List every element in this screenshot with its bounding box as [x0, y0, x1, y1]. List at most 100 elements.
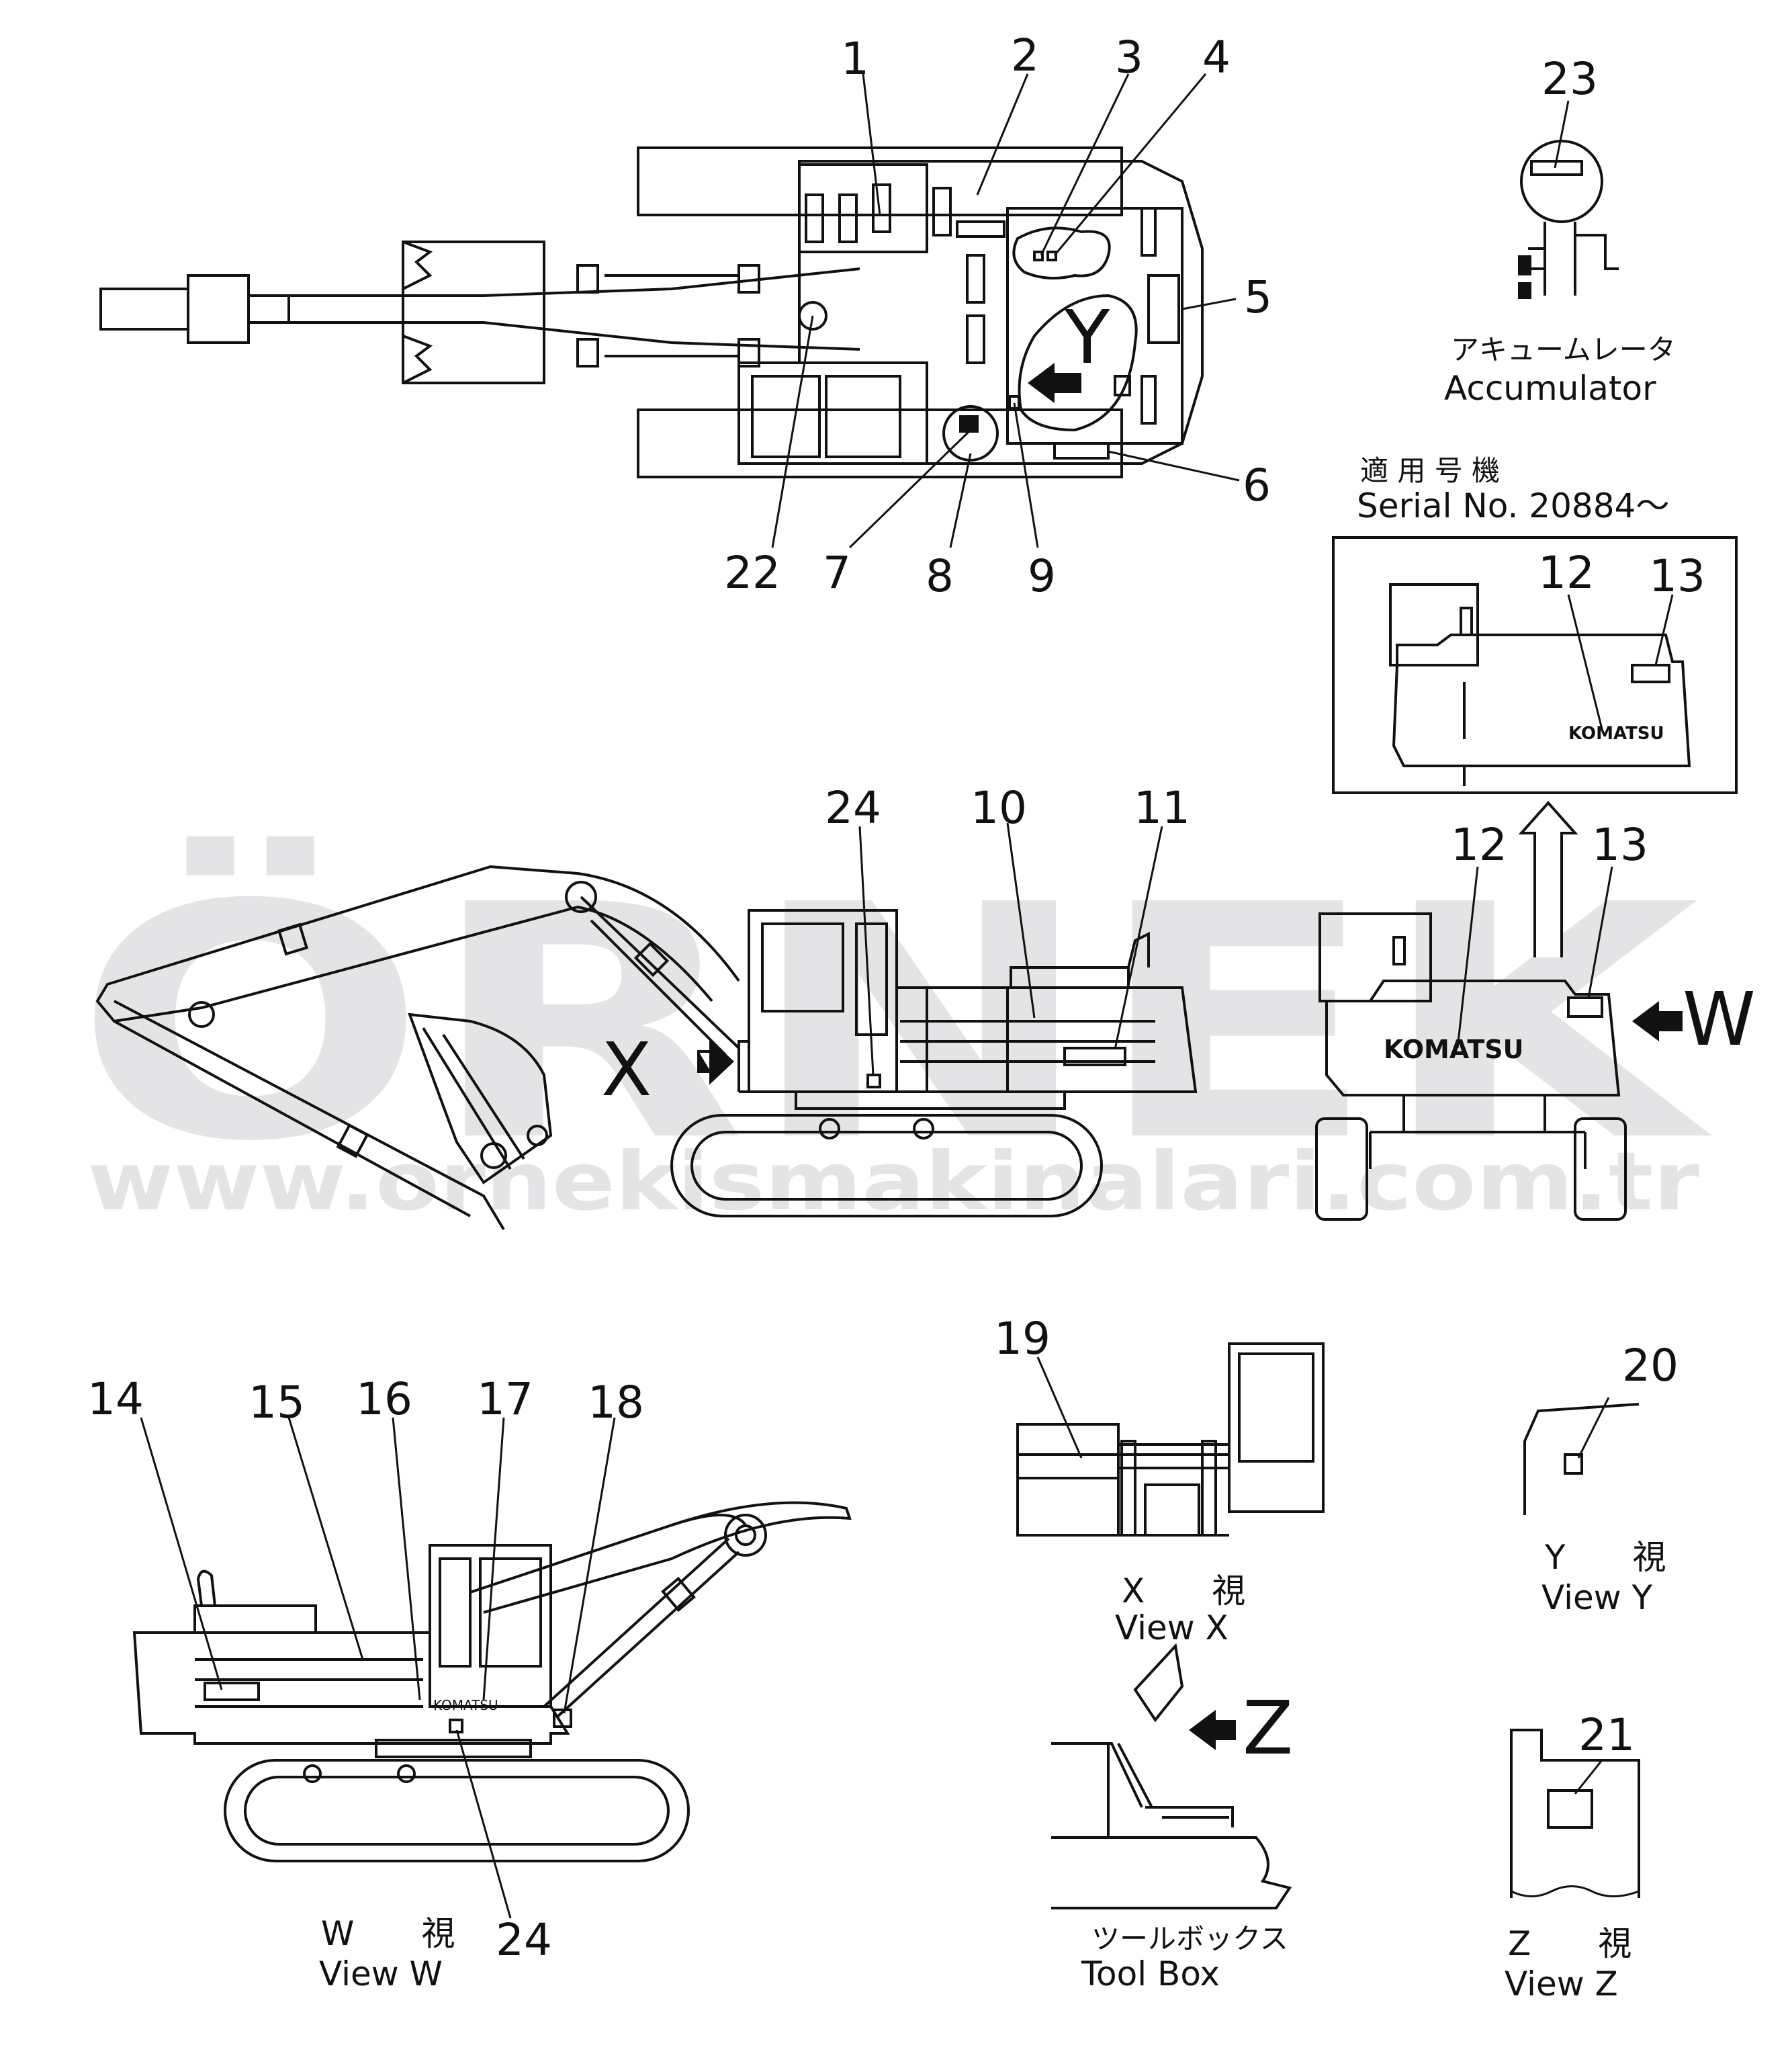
callout-8: 8 [926, 550, 954, 602]
accumulator-body [1520, 140, 1603, 223]
decal-14 [204, 1682, 260, 1701]
view-w-leaders [140, 1417, 616, 1919]
view-w-brand-decal: KOMATSU [433, 1697, 498, 1713]
cab-top [737, 361, 928, 465]
decal-24-w [449, 1719, 463, 1733]
view-marker-y: Y [1064, 294, 1110, 380]
callout-4: 4 [1202, 32, 1231, 83]
view-w-cab [429, 1544, 552, 1708]
y-arrow-icon [1028, 363, 1081, 403]
callout-23: 23 [1541, 53, 1598, 105]
accumulator-label-en: Accumulator [1444, 369, 1656, 408]
track-upper [637, 146, 1123, 216]
caption-view-z-en: View Z [1505, 1965, 1618, 2003]
side-view-leaders [858, 822, 1163, 1076]
serial-label-jp: 適 用 号 機 [1360, 454, 1500, 487]
side-view-callouts: 24 10 11 [825, 782, 1190, 834]
caption-view-w-en: View W [319, 1954, 443, 1993]
bucket-top [402, 241, 545, 384]
watermark-url: www.ornekismakinalari.com.tr [87, 1135, 1699, 1229]
callout-2: 2 [1011, 30, 1039, 81]
callout-24-side: 24 [825, 782, 881, 834]
rear-callout-12: 12 [1451, 819, 1507, 871]
rear-brand-decal: KOMATSU [1384, 1035, 1523, 1064]
top-view-leaders [771, 73, 1240, 549]
serial-label-en: Serial No. 20884～ [1357, 486, 1669, 525]
view-z [1510, 1729, 1640, 1898]
w-arrow-icon [1632, 1001, 1683, 1041]
callout-3: 3 [1115, 32, 1143, 83]
rear-callout-13: 13 [1592, 819, 1648, 871]
decal-5-top [1147, 274, 1180, 344]
bucket-side [408, 1012, 553, 1184]
tool-box-view [1051, 1643, 1292, 1909]
callout-1: 1 [841, 33, 869, 85]
decal-23 [1530, 160, 1583, 176]
callout-18: 18 [588, 1377, 644, 1428]
caption-tool-box-en: Tool Box [1081, 1954, 1220, 1993]
callout-15: 15 [249, 1377, 305, 1428]
callout-24-w: 24 [496, 1914, 552, 1966]
boom-side [95, 865, 740, 1023]
caption-view-x-en: View X [1115, 1608, 1228, 1647]
callout-19: 19 [994, 1313, 1051, 1365]
top-view: Y [99, 146, 1204, 478]
decal-13-inset [1631, 664, 1670, 683]
callout-16: 16 [356, 1373, 412, 1425]
callout-10: 10 [971, 782, 1027, 834]
decal-20 [1564, 1453, 1583, 1475]
arm-side [114, 1000, 505, 1231]
inset-callout-12: 12 [1538, 547, 1595, 599]
view-w-track [224, 1759, 690, 1862]
accumulator-label-jp: アキュームレータ [1451, 333, 1676, 366]
view-marker-w: W [1683, 976, 1756, 1062]
decal-24-side [866, 1074, 881, 1088]
callout-11: 11 [1134, 782, 1190, 834]
view-marker-z: Z [1243, 1685, 1293, 1771]
callout-17: 17 [477, 1373, 533, 1425]
rear-cab [1318, 912, 1432, 1002]
caption-view-w-jp: W 視 [321, 1914, 455, 1953]
z-arrow-icon [1189, 1710, 1236, 1750]
caption-tool-box-jp: ツールボックス [1091, 1922, 1288, 1955]
rear-body [1325, 980, 1621, 1096]
inset-up-arrow-icon [1518, 800, 1578, 957]
callout-7: 7 [823, 547, 851, 599]
callout-6: 6 [1243, 460, 1271, 511]
decal-18 [553, 1709, 572, 1728]
decal-22-top [798, 301, 828, 331]
decal-13-rear [1567, 996, 1603, 1018]
callout-9: 9 [1028, 550, 1056, 602]
decal-8-top [942, 405, 999, 462]
caption-view-y-jp: Y 視 [1544, 1538, 1666, 1577]
arm-end [99, 288, 189, 331]
view-y [1523, 1403, 1640, 1515]
callout-14: 14 [87, 1373, 144, 1425]
view-z-leader [1574, 1760, 1603, 1795]
inset-brand-decal: KOMATSU [1568, 724, 1664, 744]
rear-view [1315, 912, 1683, 1221]
view-x-leader [1036, 1356, 1083, 1459]
boom-top [282, 267, 860, 351]
callout-20: 20 [1622, 1340, 1679, 1391]
decal-21 [1547, 1789, 1593, 1829]
view-y-leader [1577, 1397, 1610, 1459]
top-view-callouts: 1 2 3 4 5 6 22 7 8 9 [724, 30, 1272, 602]
rear-track-left [1315, 1117, 1368, 1221]
rear-track-right [1574, 1117, 1627, 1221]
rear-view-leaders [1456, 866, 1613, 1049]
inset-callout-13: 13 [1649, 550, 1705, 602]
callout-21: 21 [1578, 1709, 1635, 1761]
accumulator-detail: 23 アキュームレータ Accumulator [1444, 53, 1676, 408]
view-x [1016, 1342, 1325, 1537]
caption-view-z-jp: Z 視 [1508, 1924, 1631, 1963]
serial-inset: 適 用 号 機 Serial No. 20884～ KOMATSU 12 13 [1332, 454, 1738, 794]
caption-view-y-en: View Y [1541, 1578, 1653, 1617]
view-w [132, 1501, 852, 1862]
track-side [670, 1114, 1103, 1217]
view-w-body [132, 1631, 570, 1745]
caption-view-x-jp: X 視 [1122, 1571, 1245, 1610]
x-arrow-icon [697, 1038, 734, 1085]
area-3-4 [1012, 226, 1111, 279]
